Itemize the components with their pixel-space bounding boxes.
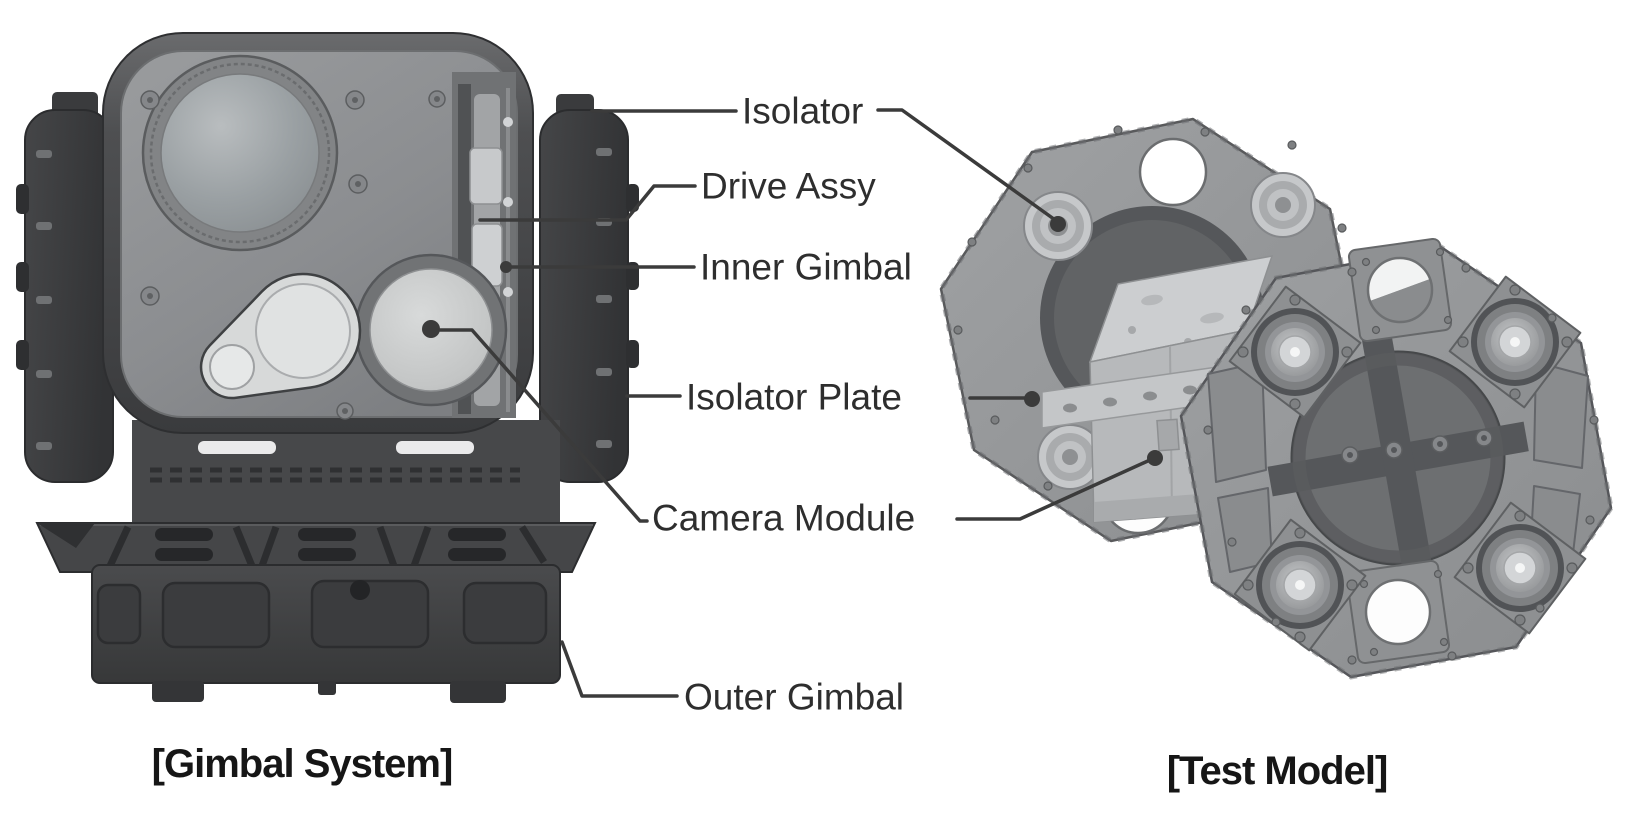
front-isolator-assembly-upper-right [1448,275,1582,409]
rear-isolator-mount-lower-left [1037,424,1103,490]
leader-camera-module-right [955,458,1152,521]
label-isolator-plate: Isolator Plate [686,377,902,418]
gimbal-right-yoke [539,94,639,483]
front-plate-center-hub [1267,327,1529,589]
leader-lines [422,108,1163,698]
face-screws [140,90,446,420]
gimbal-left-yoke [16,92,114,483]
leader-dot-isolator [1050,216,1066,232]
label-outer-gimbal: Outer Gimbal [684,677,904,718]
leader-dot-inner-gimbal [500,261,512,273]
front-plate-bottom-port [1345,559,1451,665]
front-isolator-assembly-lower-left [1233,518,1367,652]
leader-outer-gimbal [560,640,679,698]
label-drive-assy: Drive Assy [701,166,876,207]
front-plate-top-port [1347,237,1453,343]
leader-dot-camera-lens [422,320,440,338]
main-camera-lens [141,54,339,252]
caption-test-model: [Test Model] [1167,749,1388,793]
front-isolator-plate [1178,237,1614,680]
leader-dot-camera-module [1147,450,1163,466]
front-plate-screws [1203,263,1599,665]
label-inner-gimbal: Inner Gimbal [700,247,912,288]
rear-isolator-mount-upper-right [1250,172,1316,238]
leader-isolator-right [876,108,1060,224]
label-isolator: Isolator [742,91,863,132]
leader-dot-isolator-plate [1024,391,1040,407]
leader-camera-module-left [438,328,649,523]
labels: Isolator Drive Assy Inner Gimbal Isolato… [152,91,1389,794]
gimbal-system-figure [16,32,639,703]
caption-gimbal-system: [Gimbal System] [152,742,453,786]
front-isolator-assembly-upper-left [1228,285,1362,419]
gimbal-neck [132,420,560,528]
base-knob [350,580,370,600]
outer-gimbal-base [91,564,561,703]
leader-drive-assy [478,184,697,222]
test-model-figure [938,116,1614,680]
front-isolator-assembly-lower-right [1453,501,1587,635]
teardrop-sensor-window [199,272,362,400]
rear-plate-top-hole [1138,137,1208,207]
outer-gimbal-flange [35,522,597,573]
label-camera-module: Camera Module [652,498,915,539]
front-plate-cutouts [1207,361,1589,573]
gimbal-head [102,32,534,454]
